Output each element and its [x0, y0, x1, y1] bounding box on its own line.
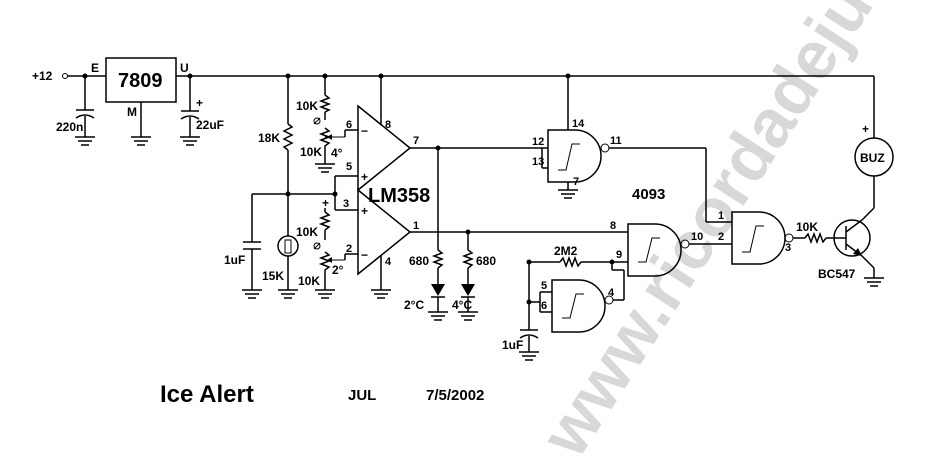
ground-icon: [428, 311, 448, 321]
cap-22uf-label: 22uF: [196, 118, 224, 132]
gate1-pin-14: 14: [572, 118, 585, 130]
capacitor-1uf-osc: [519, 329, 539, 352]
nand-gate-1: [547, 129, 610, 183]
ntc-label: 15K: [262, 269, 284, 283]
potentiometer-10k-top: [318, 127, 332, 160]
circuit-title: Ice Alert: [160, 381, 254, 408]
gate4-pin-3: 3: [785, 242, 791, 254]
logic-ic-label: 4093: [632, 186, 665, 203]
regulator-pin-m: M: [127, 105, 137, 119]
ground-icon: [242, 289, 262, 299]
author-label: JUL: [348, 387, 376, 404]
resistor-10k-mid: [318, 211, 332, 231]
supply-voltage-label: +12: [32, 69, 53, 83]
resistor-18k: [282, 123, 294, 151]
regulator-pin-u: U: [180, 61, 189, 75]
opamp-a-pin-6: 6: [346, 119, 352, 131]
led-2c-label: 2°C: [404, 298, 424, 312]
buzzer-label: BUZ: [860, 151, 885, 165]
ground-icon: [458, 311, 478, 321]
gate1-pin-13: 13: [532, 156, 544, 168]
opamp-b: [357, 188, 412, 276]
gate4-pin-2: 2: [718, 231, 724, 243]
resistor-680-1: [431, 249, 445, 269]
buzzer-polarity: +: [862, 122, 869, 136]
pot-10k-top-label: 10K: [300, 145, 322, 159]
opamp-a-plus: +: [361, 170, 368, 184]
led-4c: [461, 284, 475, 298]
ground-icon: [278, 289, 298, 299]
resistor-2m2-label: 2M2: [554, 244, 578, 258]
opamp-a-minus: −: [361, 124, 368, 138]
cap-220n-label: 220n: [56, 120, 83, 134]
date-label: 7/5/2002: [426, 387, 484, 404]
resistor-10k-mid-label: 10K: [296, 225, 318, 239]
capacitor-22uf: [180, 76, 200, 137]
setpoint-lower-label: 2°: [332, 263, 344, 277]
resistor-2m2: [559, 255, 582, 269]
resistor-18k-label: 18K: [258, 131, 280, 145]
gate1-pin-11: 11: [610, 135, 622, 147]
cap-1uf-osc-label: 1uF: [502, 338, 523, 352]
cap-22uf-polarity: +: [196, 96, 203, 110]
cap-1uf-label: 1uF: [224, 253, 245, 267]
ground-icon: [519, 351, 539, 361]
ground-icon: [315, 163, 335, 173]
ground-icon: [371, 289, 391, 299]
ground-icon: [131, 136, 151, 146]
opamp-b-plus: +: [361, 204, 368, 218]
opamp-b-pin-2: 2: [346, 243, 352, 255]
resistor-680-1-label: 680: [409, 254, 429, 268]
pot-10k-bottom-label: 10K: [298, 274, 320, 288]
gate1-pin-7: 7: [573, 176, 579, 188]
led-2c: [431, 284, 445, 298]
regulator-pin-e: E: [91, 61, 99, 75]
resistor-10k-top-label: 10K: [296, 99, 318, 113]
potentiometer-10k-bottom: [318, 251, 332, 290]
led-4c-label: 4°C: [452, 298, 472, 312]
gate1-pin-12: 12: [532, 136, 544, 148]
gate2-pin-8: 8: [610, 220, 616, 232]
regulator-label: 7809: [118, 70, 163, 92]
nand-gate-3: [551, 279, 614, 333]
capacitor-1uf-timing: [243, 194, 261, 290]
resistor-680-2: [461, 249, 475, 269]
opamp-a-pin-8: 8: [385, 119, 391, 131]
resistor-10k-base-label: 10K: [796, 220, 818, 234]
gate4-pin-1: 1: [718, 210, 724, 222]
resistor-10k-base: [804, 231, 827, 245]
ntc-thermistor-15k: [277, 235, 299, 257]
opamp-b-pin-4: 4: [385, 256, 392, 268]
gate3-pin-6: 6: [541, 300, 547, 312]
opamp-a-pin-7: 7: [413, 135, 419, 147]
ground-icon: [558, 189, 578, 199]
transistor-label: BC547: [818, 267, 856, 281]
ground-icon: [75, 136, 95, 146]
ground-icon: [180, 136, 200, 146]
opamp-b-pin-3: 3: [343, 198, 349, 210]
ground-icon: [864, 277, 884, 287]
opamp-a-pin-5: 5: [346, 161, 352, 173]
capacitor-220n: [75, 76, 95, 137]
gate3-pin-5: 5: [541, 280, 547, 292]
ground-icon: [315, 289, 335, 299]
gate3-pin-4: 4: [608, 287, 615, 299]
resistor-680-2-label: 680: [476, 254, 496, 268]
gate2-pin-10: 10: [691, 231, 703, 243]
resistor-10k-top: [318, 94, 332, 113]
pot-plus-label: +: [322, 196, 329, 210]
opamp-b-pin-1: 1: [413, 220, 419, 232]
transistor-bc547: [833, 207, 875, 269]
opamp-label: LM358: [368, 185, 430, 207]
opamp-a: [357, 104, 412, 192]
setpoint-upper-label: 4°: [331, 146, 343, 160]
opamp-b-minus: −: [361, 248, 368, 262]
gate2-pin-9: 9: [616, 249, 622, 261]
